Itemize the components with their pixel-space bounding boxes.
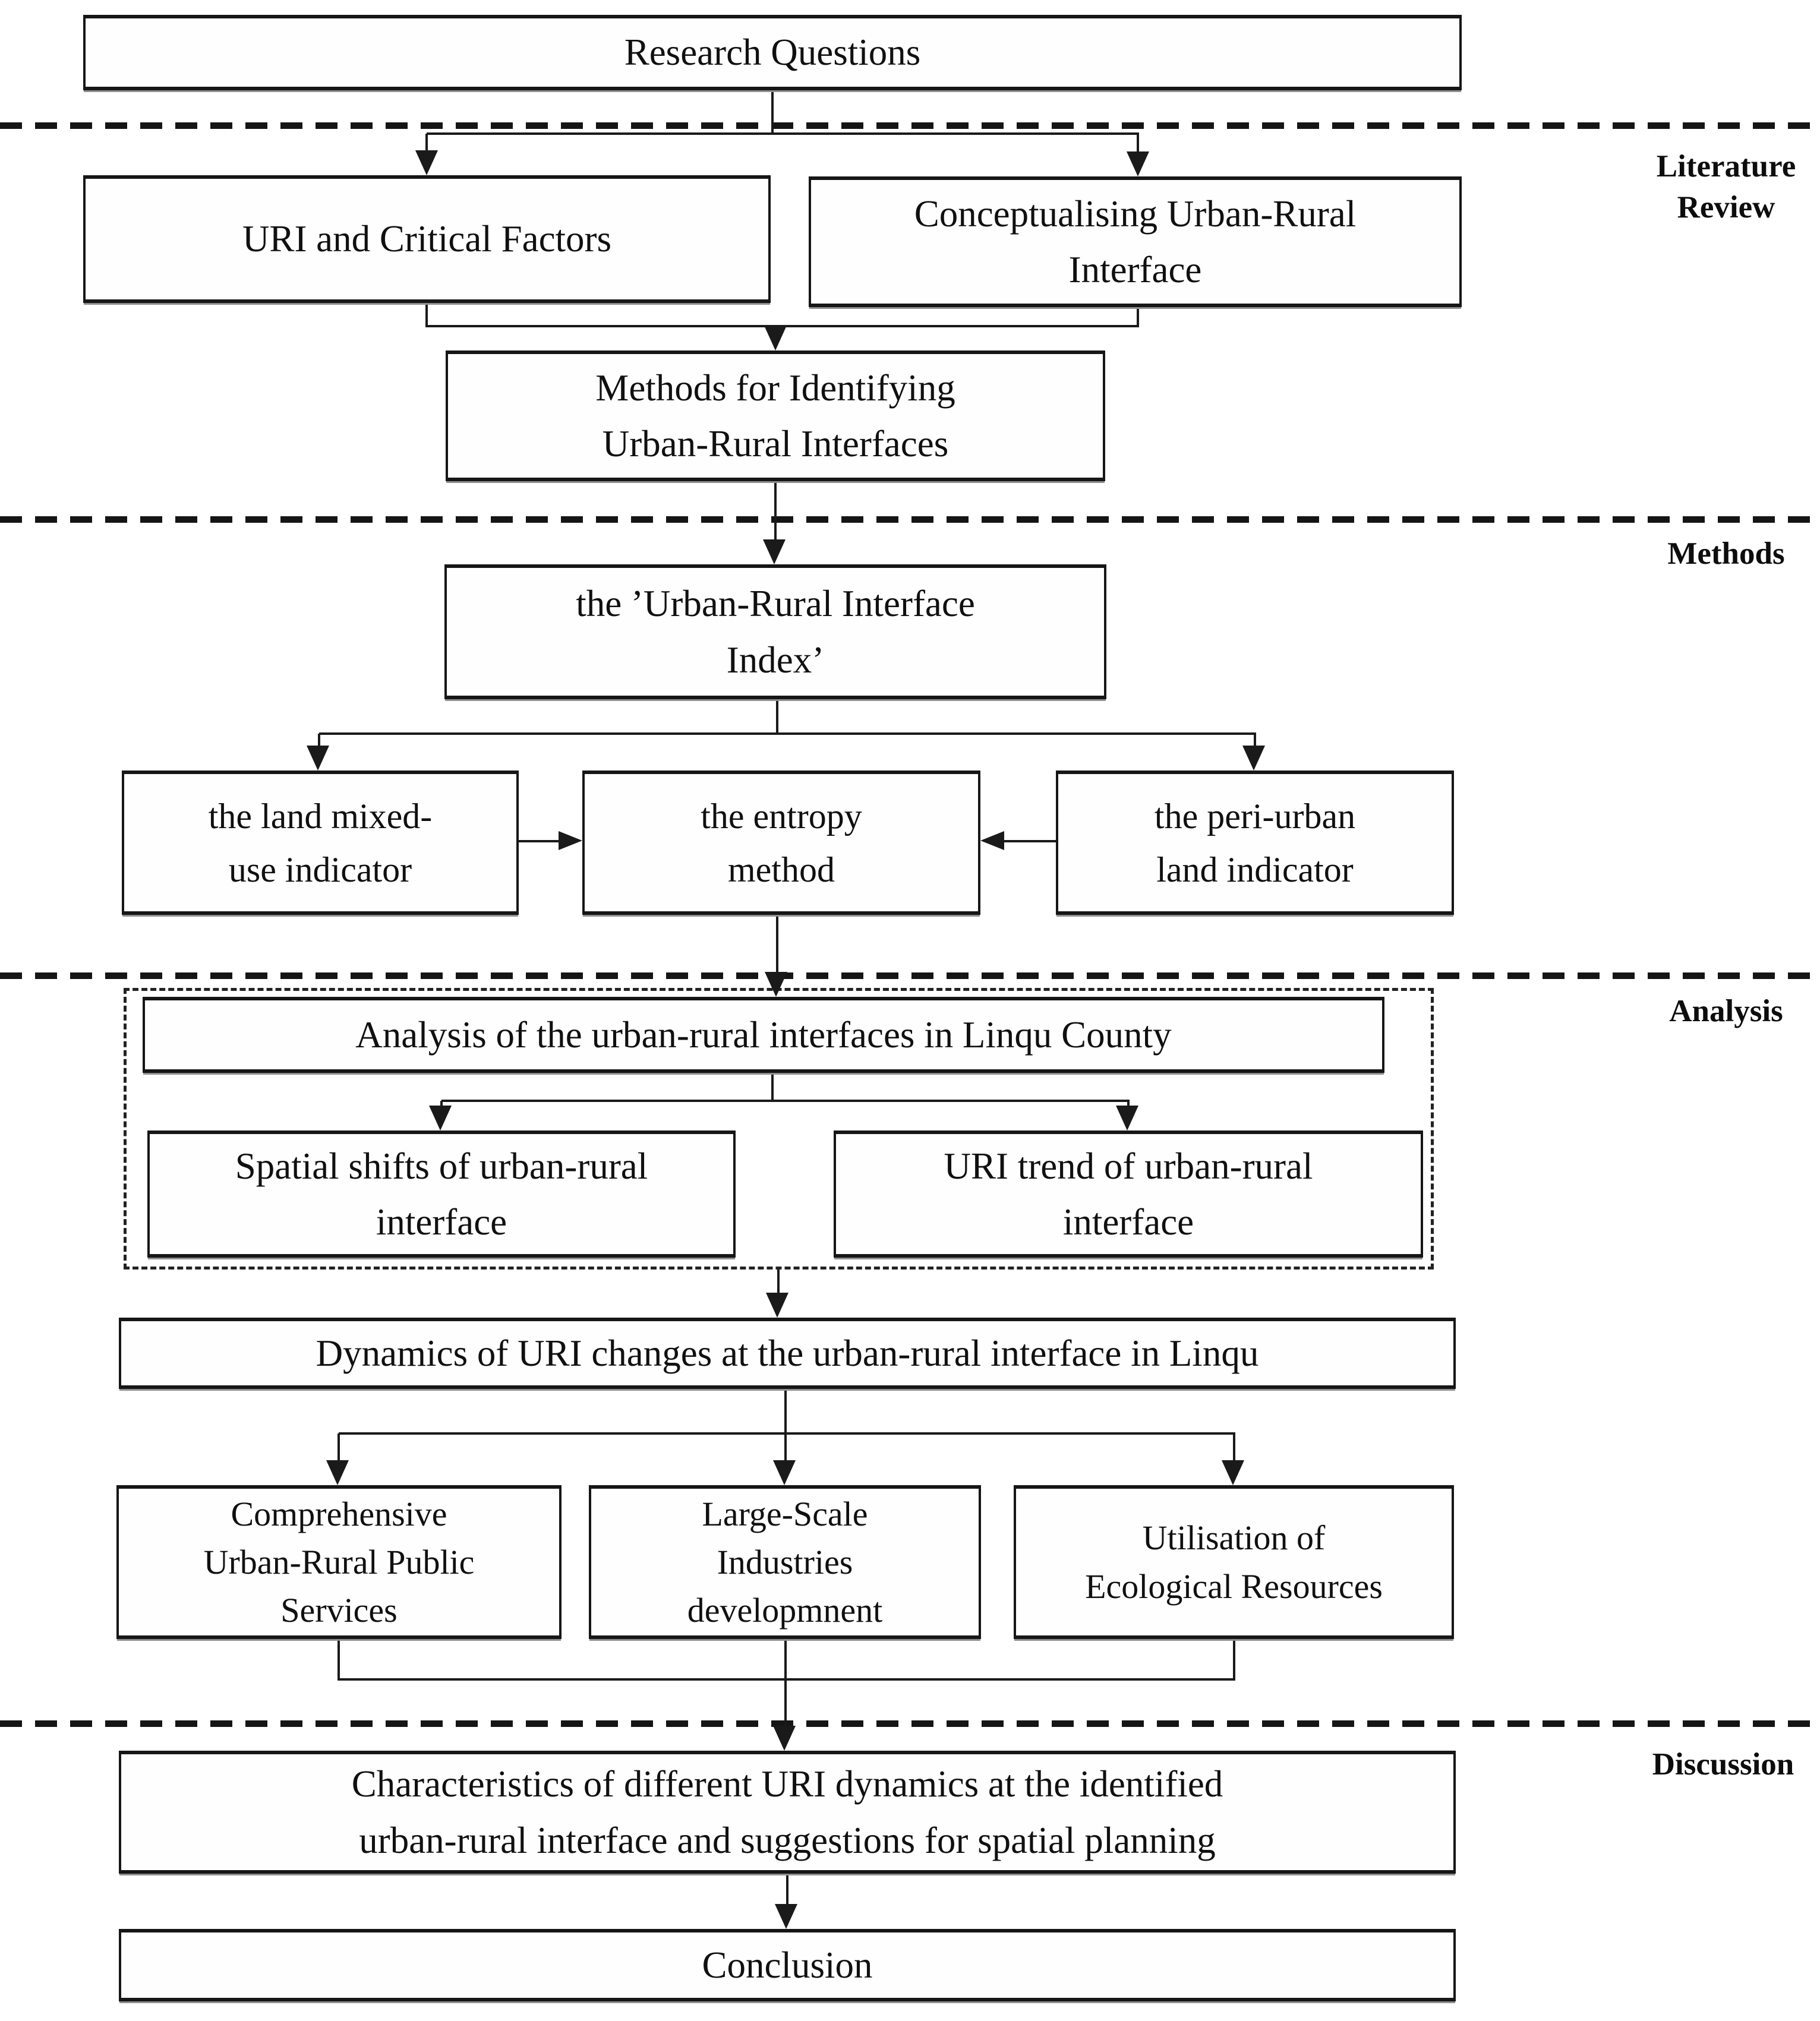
arrowhead-to-characteristics <box>773 1726 796 1751</box>
arrowhead-to-public-services <box>326 1460 349 1485</box>
arrow-index-trunk-line <box>776 699 778 735</box>
arrowhead-to-ecological <box>1222 1460 1244 1485</box>
arrow-from-public-services-line <box>337 1639 340 1681</box>
arrow-analysis-split-line <box>441 1100 1130 1102</box>
node-uri-critical-factors: URI and Critical Factors <box>83 175 771 303</box>
arrow-to-characteristics-line <box>784 1639 787 1727</box>
arrow-from-conceptualising-line <box>1137 307 1139 327</box>
section-label-discussion: Discussion <box>1652 1747 1794 1782</box>
node-conclusion: Conclusion <box>119 1929 1456 2001</box>
arrowhead-into-entropy-left <box>559 831 582 850</box>
node-entropy-method: the entropy method <box>582 770 980 915</box>
arrow-to-public-services-line <box>337 1433 340 1461</box>
arrowhead-into-entropy-right <box>980 831 1004 850</box>
node-dynamics-uri-changes: Dynamics of URI changes at the urban-rur… <box>119 1318 1456 1389</box>
divider-literature-review <box>0 122 1820 129</box>
node-analysis-linqu-county: Analysis of the urban-rural interfaces i… <box>143 997 1384 1073</box>
node-peri-urban-land-indicator: the peri-urban land indicator <box>1056 770 1454 915</box>
section-label-analysis: Analysis <box>1669 994 1783 1028</box>
node-large-scale-industries: Large-Scale Industries developmnent <box>589 1485 981 1639</box>
arrow-to-industries-line <box>784 1435 787 1461</box>
divider-analysis <box>0 972 1820 979</box>
node-spatial-shifts: Spatial shifts of urban-rural interface <box>147 1131 736 1258</box>
arrowhead-to-spatial-shifts <box>429 1106 452 1131</box>
node-uri-index: the ’Urban-Rural Interface Index’ <box>444 564 1106 699</box>
node-conceptualising-urban-rural-interface: Conceptualising Urban-Rural Interface <box>809 176 1462 307</box>
arrow-index-split-line <box>319 732 1256 735</box>
section-label-literature-review: Literature Review <box>1656 149 1796 225</box>
arrow-to-ecological-line <box>1233 1433 1235 1461</box>
arrowhead-to-dynamics <box>766 1293 788 1318</box>
node-uri-trend: URI trend of urban-rural interface <box>834 1131 1423 1258</box>
node-utilisation-ecological-resources: Utilisation of Ecological Resources <box>1014 1485 1454 1639</box>
arrowhead-to-uri-index <box>763 539 786 564</box>
node-research-questions: Research Questions <box>83 15 1462 90</box>
arrow-analysis-trunk-line <box>771 1073 774 1101</box>
divider-methods <box>0 516 1820 523</box>
arrow-to-land-mixed-line <box>318 734 320 747</box>
arrow-dynamics-split-line <box>339 1432 1235 1435</box>
arrow-to-analysis-linqu-line <box>776 915 778 973</box>
arrow-to-dynamics-line <box>777 1270 780 1294</box>
arrow-peri-urban-to-entropy-line <box>1004 840 1056 842</box>
arrowhead-to-analysis-linqu <box>765 972 787 997</box>
section-label-methods: Methods <box>1667 536 1785 571</box>
arrow-to-spatial-shifts-line <box>440 1101 443 1107</box>
arrow-to-conceptualising-line <box>1137 134 1139 153</box>
arrow-land-mixed-to-entropy-line <box>519 840 559 842</box>
arrow-dynamics-trunk-line <box>784 1389 787 1435</box>
arrowhead-to-land-mixed <box>307 746 329 770</box>
arrowhead-to-industries <box>773 1460 796 1485</box>
arrowhead-to-conclusion <box>775 1904 797 1929</box>
arrow-to-conclusion-line <box>786 1874 788 1905</box>
node-methods-identifying: Methods for Identifying Urban-Rural Inte… <box>446 350 1105 481</box>
arrow-from-uri-factors-line <box>425 303 428 327</box>
node-characteristics-suggestions: Characteristics of different URI dynamic… <box>119 1751 1456 1874</box>
arrow-to-peri-urban-line <box>1254 734 1256 747</box>
arrowhead-to-methods-identifying <box>764 326 787 350</box>
arrowhead-to-conceptualising <box>1127 151 1149 176</box>
arrow-from-ecological-line <box>1233 1639 1235 1681</box>
node-land-mixed-use-indicator: the land mixed- use indicator <box>122 770 519 915</box>
arrowhead-to-uri-trend <box>1116 1106 1138 1131</box>
arrow-to-uri-trend-line <box>1127 1101 1130 1107</box>
arrow-to-uri-factors-line <box>425 134 428 151</box>
node-comprehensive-public-services: Comprehensive Urban-Rural Public Service… <box>116 1485 562 1639</box>
arrow-rq-trunk-line <box>771 90 774 135</box>
divider-discussion <box>0 1720 1820 1727</box>
arrow-to-uri-index-line <box>774 481 777 541</box>
arrow-rq-split-line <box>427 132 1139 135</box>
arrowhead-to-uri-factors <box>415 150 438 175</box>
arrowhead-to-peri-urban <box>1242 746 1265 770</box>
